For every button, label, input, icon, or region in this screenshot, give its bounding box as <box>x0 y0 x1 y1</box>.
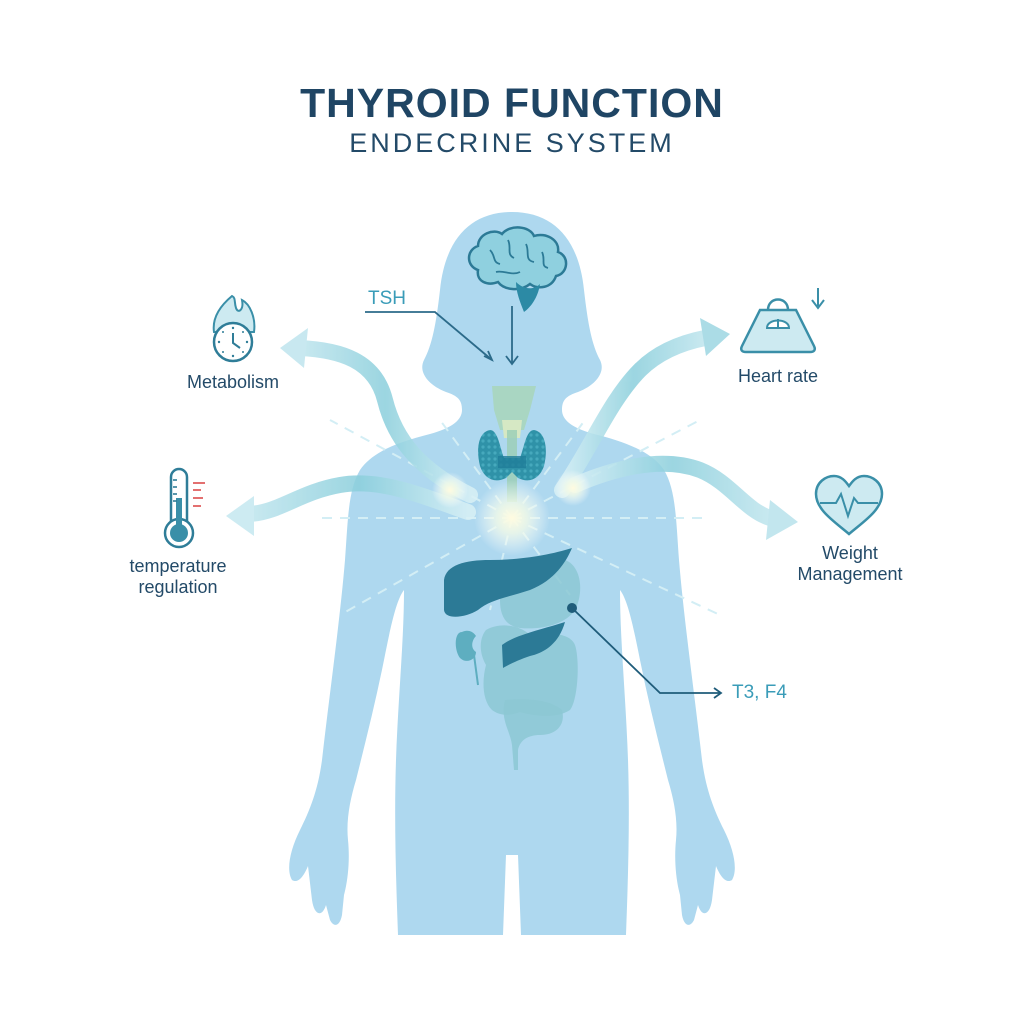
weight-label-line2: Management <box>797 564 903 584</box>
heart-rate-label: Heart rate <box>737 366 819 386</box>
temperature-label-line2: regulation <box>138 577 218 597</box>
weight-management-label: Weight Management <box>780 543 920 585</box>
glow-left <box>432 472 468 508</box>
temperature-regulation-label: temperature regulation <box>108 556 248 598</box>
thermometer-icon <box>163 467 205 549</box>
organs <box>444 548 581 770</box>
liver-icon <box>444 548 572 617</box>
pancreas-icon <box>502 622 565 668</box>
t3-t4-label: T3, F4 <box>732 682 787 703</box>
glow-center <box>474 480 550 556</box>
weight-scale-icon <box>739 288 825 354</box>
brain-icon <box>467 226 568 312</box>
t3-pointer <box>567 603 723 699</box>
heart-pulse-icon <box>814 474 884 536</box>
tsh-pointer-lines <box>365 306 519 366</box>
flow-arrows <box>226 318 798 540</box>
temperature-label-line1: temperature <box>129 556 227 576</box>
glow-right <box>555 470 591 506</box>
thyroid-gland-icon <box>478 430 546 481</box>
page-title: THYROID FUNCTION <box>300 80 724 126</box>
kidney-icon <box>455 630 476 661</box>
metabolism-label: Metabolism <box>186 372 280 392</box>
tsh-label: TSH <box>368 288 406 309</box>
flame-clock-icon <box>212 294 256 363</box>
weight-label-line1: Weight <box>822 543 878 563</box>
page-subtitle: ENDECRINE SYSTEM <box>349 128 675 158</box>
